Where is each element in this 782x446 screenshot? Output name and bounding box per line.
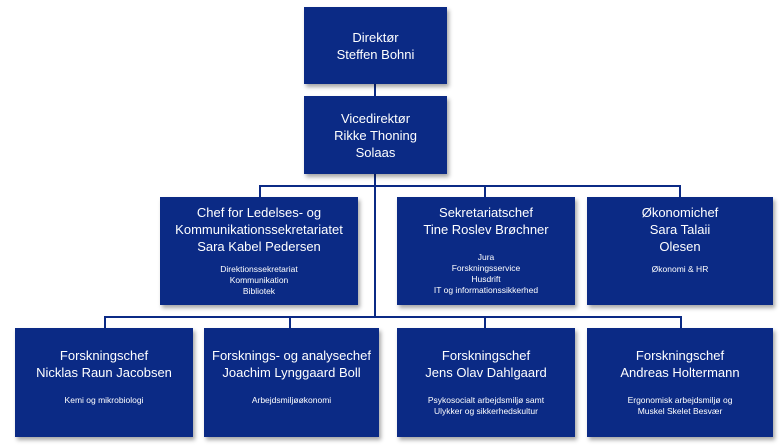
detail-line: Ulykker og sikkerhedskultur xyxy=(434,406,538,416)
connector-mid-horizontal xyxy=(259,185,681,187)
connector-bottom-drop-2 xyxy=(289,316,291,328)
connector-bottom-drop-4 xyxy=(680,316,682,328)
research-chief-name: Joachim Lynggaard Boll xyxy=(222,365,361,380)
chief-name: Sara Kabel Pedersen xyxy=(197,239,321,254)
vice-director-name-line1: Rikke Thoning xyxy=(334,127,417,143)
vice-director-name-line2: Solaas xyxy=(355,144,396,160)
research-chief-box-2: Forsknings- og analysechef Joachim Lyngg… xyxy=(204,328,379,437)
research-chief-title: Forskningschef xyxy=(59,348,149,363)
research-chief-title: Forsknings- og analysechef xyxy=(212,348,371,363)
research-chief-name: Andreas Holtermann xyxy=(620,365,740,380)
director-name: Steffen Bohni xyxy=(336,46,415,62)
chief-box-economy: Økonomichef Sara Talaii Olesen Økonomi &… xyxy=(587,197,773,305)
detail-line: IT og informationssikkerhed xyxy=(433,285,539,295)
research-chief-details: Kemi og mikrobiologi xyxy=(65,395,144,406)
director-box: Direktør Steffen Bohni xyxy=(304,7,447,84)
connector-vice-trunk xyxy=(374,174,376,317)
connector-bottom-drop-3 xyxy=(484,316,486,328)
detail-line: Direktionssekretariat xyxy=(220,264,298,274)
research-chief-name: Jens Olav Dahlgaard xyxy=(425,365,547,380)
chief-name-line1: Sara Talaii xyxy=(649,222,711,237)
research-chief-details: Arbejdsmiljøøkonomi xyxy=(252,395,331,406)
connector-mid-drop-1 xyxy=(259,185,261,197)
research-chief-title: Forskningschef xyxy=(635,348,725,363)
detail-line: Forskningsservice xyxy=(451,263,521,273)
chief-name: Tine Roslev Brøchner xyxy=(423,222,549,237)
research-chief-box-1: Forskningschef Nicklas Raun Jacobsen Kem… xyxy=(15,328,193,437)
chief-box-secretariat: Sekretariatschef Tine Roslev Brøchner Ju… xyxy=(397,197,575,305)
research-chief-box-3: Forskningschef Jens Olav Dahlgaard Psyko… xyxy=(397,328,575,437)
detail-line: Bibliotek xyxy=(242,286,276,296)
research-chief-details: Psykosocialt arbejdsmiljø samt Ulykker o… xyxy=(428,395,544,417)
detail-line: Kommunikation xyxy=(229,275,289,285)
vice-director-box: Vicedirektør Rikke Thoning Solaas xyxy=(304,96,447,174)
connector-bottom-drop-1 xyxy=(104,316,106,328)
detail-line: Jura xyxy=(477,252,495,262)
connector-bottom-horizontal xyxy=(104,316,682,318)
connector-mid-drop-2 xyxy=(484,185,486,197)
chief-details: Jura Forskningsservice Husdrift IT og in… xyxy=(434,252,538,296)
chief-title-line1: Chef for Ledelses- og xyxy=(196,205,322,220)
detail-line: Ergonomisk arbejdsmiljø og xyxy=(627,395,733,405)
detail-line: Husdrift xyxy=(471,274,501,284)
research-chief-name: Nicklas Raun Jacobsen xyxy=(36,365,172,380)
detail-line: Muskel Skelet Besvær xyxy=(637,406,723,416)
chief-details: Økonomi & HR xyxy=(652,264,709,275)
chief-name-line2: Olesen xyxy=(659,239,701,254)
chief-title: Sekretariatschef xyxy=(439,205,533,220)
chief-box-communication: Chef for Ledelses- og Kommunikationssekr… xyxy=(160,197,358,305)
director-title: Direktør xyxy=(352,29,399,45)
detail-line: Arbejdsmiljøøkonomi xyxy=(251,395,332,405)
research-chief-details: Ergonomisk arbejdsmiljø og Muskel Skelet… xyxy=(628,395,733,417)
chief-title-line2: Kommunikationssekretariatet xyxy=(175,222,343,237)
research-chief-title: Forskningschef xyxy=(441,348,531,363)
detail-line: Økonomi & HR xyxy=(651,264,709,274)
detail-line: Kemi og mikrobiologi xyxy=(64,395,144,405)
chief-title: Økonomichef xyxy=(641,205,719,220)
vice-director-title: Vicedirektør xyxy=(340,110,411,126)
connector-director-vice xyxy=(374,84,376,96)
research-chief-box-4: Forskningschef Andreas Holtermann Ergono… xyxy=(587,328,773,437)
connector-mid-drop-3 xyxy=(679,185,681,197)
detail-line: Psykosocialt arbejdsmiljø samt xyxy=(427,395,545,405)
chief-details: Direktionssekretariat Kommunikation Bibl… xyxy=(220,264,297,297)
